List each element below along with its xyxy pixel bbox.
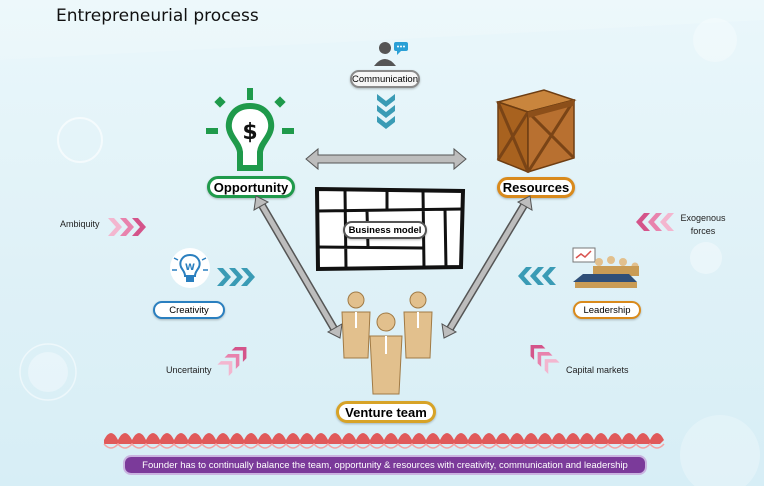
crate-icon	[495, 89, 577, 174]
ambiguity-label: Ambiquity	[60, 219, 100, 229]
right-chevrons-icon	[217, 268, 255, 286]
communication-label: Communication	[350, 70, 420, 88]
uncertainty-label: Uncertainty	[166, 365, 212, 375]
dollar-bulb-icon: $	[206, 88, 294, 171]
balance-wave	[103, 433, 665, 449]
meeting-icon	[572, 247, 639, 288]
wave-path	[104, 433, 664, 444]
opportunity-team-arrow	[253, 195, 343, 339]
opportunity-node: Opportunity	[207, 176, 295, 198]
resources-node: Resources	[497, 177, 575, 198]
left-chevrons-icon	[518, 267, 556, 285]
ambiguity-chevrons-icon	[108, 218, 146, 236]
creativity-label: Creativity	[153, 301, 225, 319]
down-chevrons-icon	[377, 94, 395, 129]
capital-markets-chevrons-icon	[530, 344, 560, 374]
venture-team-node: Venture team	[336, 401, 436, 423]
page-title: Entrepreneurial process	[56, 6, 259, 26]
footer-banner: Founder has to continually balance the t…	[123, 455, 647, 475]
exogenous-chevrons-icon	[636, 213, 674, 231]
wave-underline	[103, 442, 665, 449]
business-model-label: Business model	[343, 221, 427, 239]
resources-team-arrow	[441, 195, 533, 339]
svg-text:$: $	[242, 120, 257, 145]
speech-person-icon	[374, 42, 408, 66]
exogenous-label: Exogenous forces	[680, 213, 726, 236]
team-icon	[341, 291, 433, 395]
svg-text:W: W	[185, 263, 195, 273]
uncertainty-chevrons-icon	[217, 346, 247, 376]
leadership-label: Leadership	[573, 301, 641, 319]
opportunity-resources-arrow	[305, 147, 467, 171]
w-bulb-icon: W	[170, 248, 210, 288]
capital-markets-label: Capital markets	[566, 365, 629, 375]
